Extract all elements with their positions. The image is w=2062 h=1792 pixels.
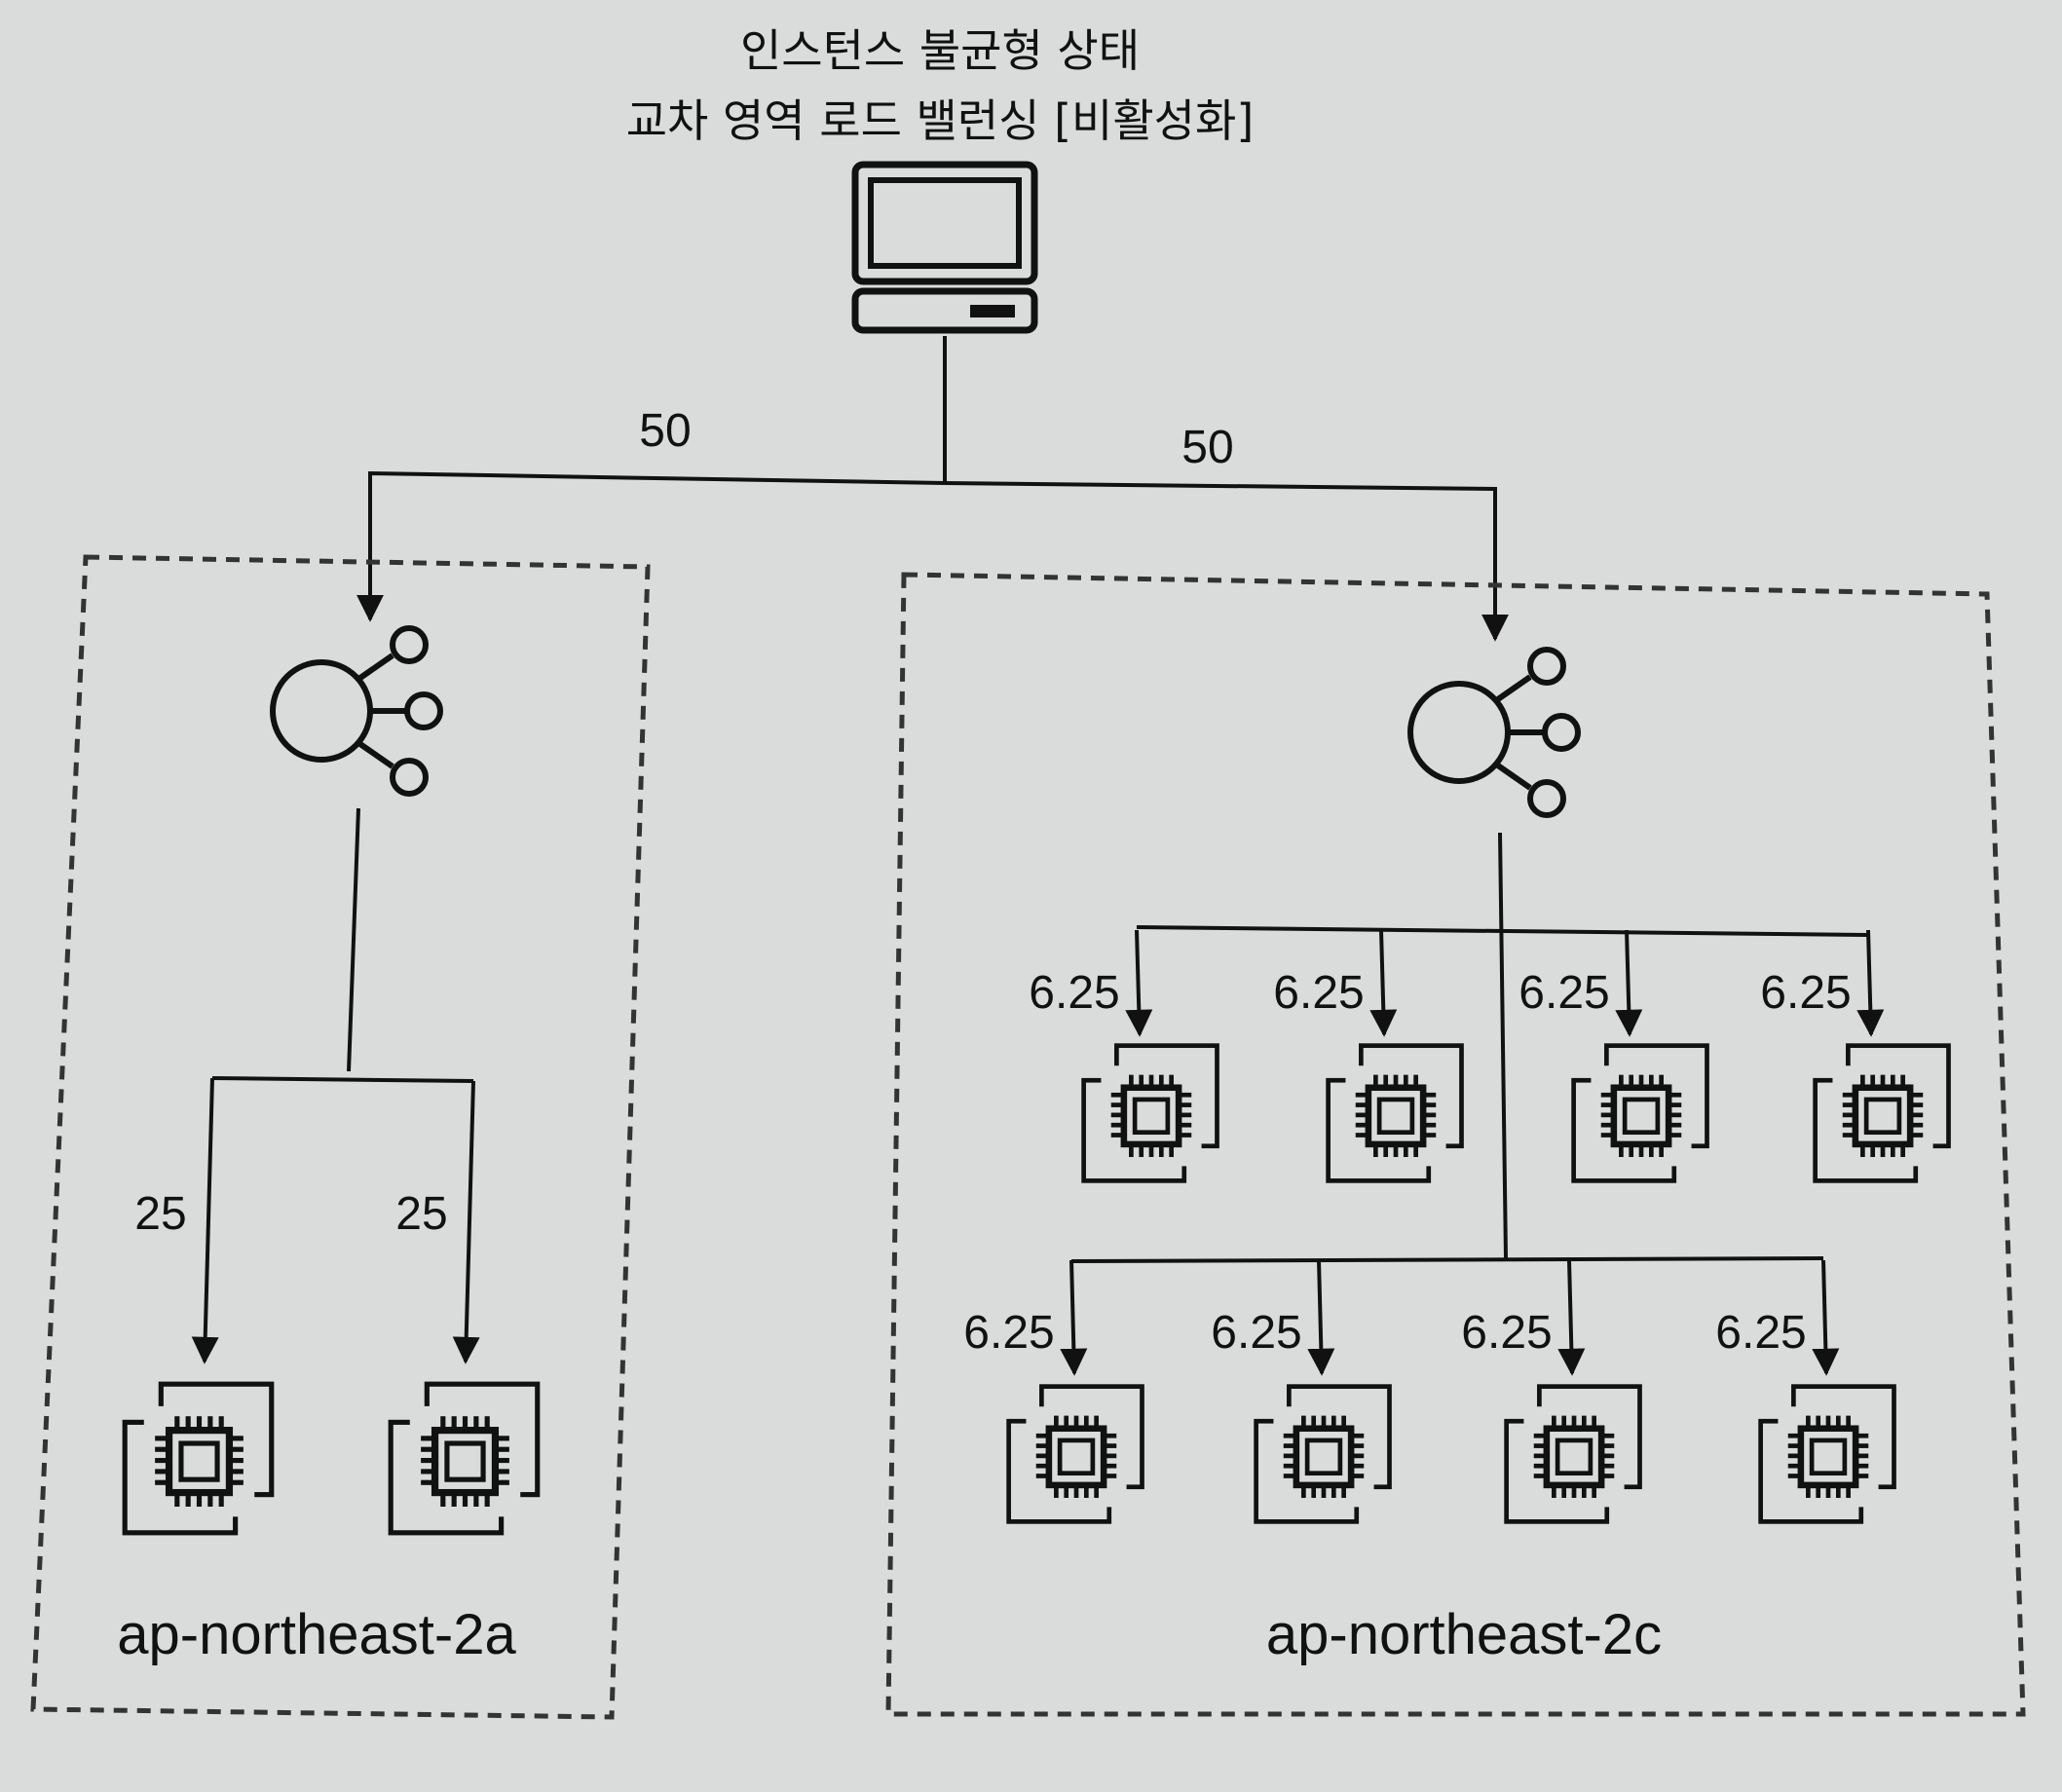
zone-2c-label: ap-northeast-2c: [1266, 1603, 1662, 1666]
zone-2c-boundary: [885, 572, 2026, 1717]
zone-2c-instance-route: [1125, 929, 1153, 1037]
desktop-computer-icon: [855, 165, 1034, 330]
zone-2c-instance-weight: 6.25: [1029, 967, 1119, 1019]
route-to-zone-2a: [356, 470, 946, 622]
zone-2c-instance-route: [1615, 929, 1643, 1037]
zone-2c-lb-downlink: [1498, 832, 1508, 1259]
zone-2c-instance-weight: 6.25: [1760, 967, 1851, 1019]
zone-2a-bus: [211, 1076, 474, 1083]
route-to-zone-2c: [944, 481, 1509, 642]
ec2-instance-chip-icon: [1816, 1046, 1949, 1181]
diagram-title-line-2: 교차 영역 로드 밸런싱 [비활성화]: [626, 94, 1255, 147]
ec2-instance-chip-icon: [1761, 1387, 1894, 1522]
zone-2c-lower-bus: [1070, 1256, 1824, 1263]
ec2-instance-chip-icon: [1574, 1046, 1707, 1181]
ec2-instance-chip-icon: [1084, 1046, 1218, 1181]
ec2-instance-chip-icon: [1507, 1387, 1640, 1522]
load-balancer-icon: [273, 628, 440, 794]
ec2-instance-chip-icon: [125, 1384, 272, 1533]
zone-2c-instance-route: [1369, 929, 1398, 1037]
zone-2a-instance-2-weight: 25: [395, 1188, 447, 1240]
ec2-instance-chip-icon: [1329, 1046, 1462, 1181]
zone-2a-instance-1-route: [191, 1077, 219, 1364]
zone-2c-instance-weight: 6.25: [1273, 967, 1364, 1019]
zone-2c-instance-route: [1060, 1259, 1088, 1376]
zone-2c-instance-weight: 6.25: [1715, 1307, 1806, 1359]
zone-2c-instance-route: [1557, 1259, 1586, 1376]
zone-2a-label: ap-northeast-2a: [117, 1603, 516, 1666]
zone-2c-instance-weight: 6.25: [1211, 1307, 1301, 1359]
ec2-instance-chip-icon: [391, 1384, 538, 1533]
zone-2c-incoming-weight: 50: [1181, 422, 1233, 473]
zone-2c-instance-weight: 6.25: [963, 1307, 1054, 1359]
zone-2c-upper-bus: [1136, 925, 1869, 937]
zone-2c-instance-route: [1307, 1259, 1335, 1376]
ec2-instance-chip-icon: [1256, 1387, 1390, 1522]
zone-2a-incoming-weight: 50: [639, 405, 691, 457]
zone-2c-instance-weight: 6.25: [1518, 967, 1609, 1019]
availability-zone-2a: 25 25 ap-northeast-2a: [30, 554, 651, 1720]
diagram-title-line-1: 인스턴스 불균형 상태: [740, 24, 1140, 77]
availability-zone-2c: 6.25 6.25 6.25 6.25 6.25 6.25 6.25 6.25 ap-nort…: [885, 572, 2026, 1717]
zone-2a-lb-downlink: [347, 807, 360, 1072]
zone-2c-instance-group: 6.25 6.25 6.25 6.25 6.25 6.25 6.25 6.25: [963, 929, 1949, 1522]
zone-2a-instance-2-route: [452, 1080, 480, 1364]
zone-2a-boundary: [30, 554, 651, 1720]
zone-2c-instance-route: [1856, 929, 1885, 1037]
ec2-instance-chip-icon: [1009, 1387, 1143, 1522]
zone-2c-instance-weight: 6.25: [1461, 1307, 1552, 1359]
zone-2a-instance-1-weight: 25: [134, 1188, 186, 1240]
zone-2c-instance-route: [1812, 1259, 1840, 1376]
load-balancer-icon: [1410, 650, 1578, 815]
